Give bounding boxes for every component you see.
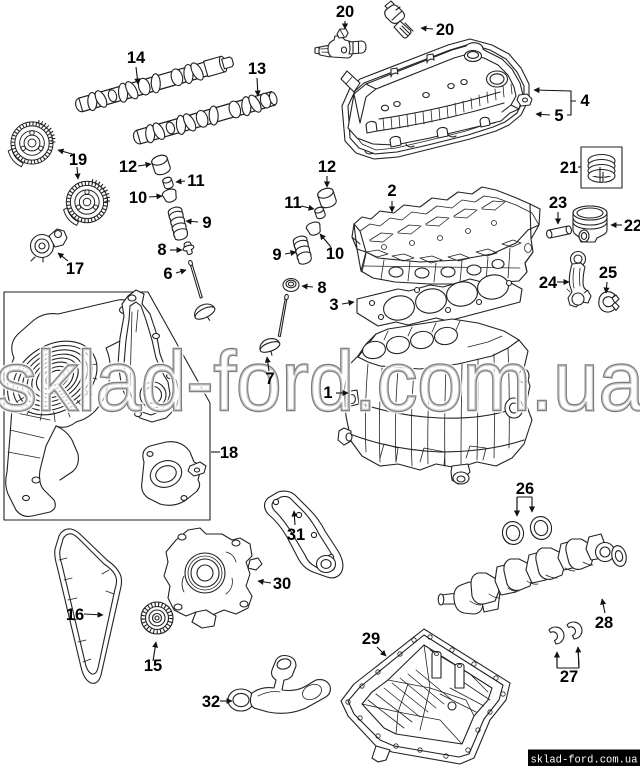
svg-text:20: 20: [336, 3, 354, 21]
svg-text:25: 25: [599, 264, 617, 282]
svg-text:19: 19: [69, 151, 87, 169]
svg-text:7: 7: [265, 370, 274, 388]
svg-text:24: 24: [539, 274, 558, 292]
svg-text:22: 22: [624, 217, 640, 235]
svg-text:6: 6: [163, 265, 172, 283]
svg-text:23: 23: [549, 194, 567, 212]
svg-text:1: 1: [323, 384, 332, 402]
svg-text:sklad-ford.com.ua: sklad-ford.com.ua: [531, 755, 638, 766]
svg-text:12: 12: [318, 158, 336, 176]
svg-text:sklad-ford.com.ua: sklad-ford.com.ua: [0, 334, 640, 428]
svg-text:28: 28: [595, 614, 613, 632]
svg-text:16: 16: [66, 606, 84, 624]
svg-text:10: 10: [326, 245, 344, 263]
svg-text:31: 31: [287, 526, 305, 544]
svg-text:17: 17: [66, 260, 84, 278]
svg-text:18: 18: [220, 444, 238, 462]
svg-text:11: 11: [187, 172, 204, 190]
svg-text:21: 21: [560, 159, 578, 177]
svg-text:29: 29: [362, 630, 380, 648]
svg-text:30: 30: [273, 575, 291, 593]
svg-text:8: 8: [317, 279, 326, 297]
svg-text:10: 10: [129, 189, 147, 207]
svg-text:9: 9: [272, 246, 281, 264]
svg-text:sklad-ford.com.ua: sklad-ford.com.ua: [0, 334, 640, 428]
svg-text:20: 20: [436, 21, 454, 39]
svg-text:9: 9: [202, 214, 211, 232]
svg-text:12: 12: [119, 158, 137, 176]
svg-text:8: 8: [157, 241, 166, 259]
svg-text:15: 15: [144, 657, 162, 675]
svg-text:14: 14: [127, 49, 146, 67]
svg-text:11: 11: [284, 194, 301, 212]
svg-text:32: 32: [202, 693, 220, 711]
svg-text:3: 3: [329, 296, 338, 314]
svg-text:2: 2: [387, 182, 396, 200]
svg-text:26: 26: [516, 480, 534, 498]
svg-text:4: 4: [580, 92, 590, 110]
svg-text:5: 5: [554, 107, 563, 125]
svg-text:13: 13: [248, 60, 266, 78]
svg-text:27: 27: [560, 668, 578, 686]
